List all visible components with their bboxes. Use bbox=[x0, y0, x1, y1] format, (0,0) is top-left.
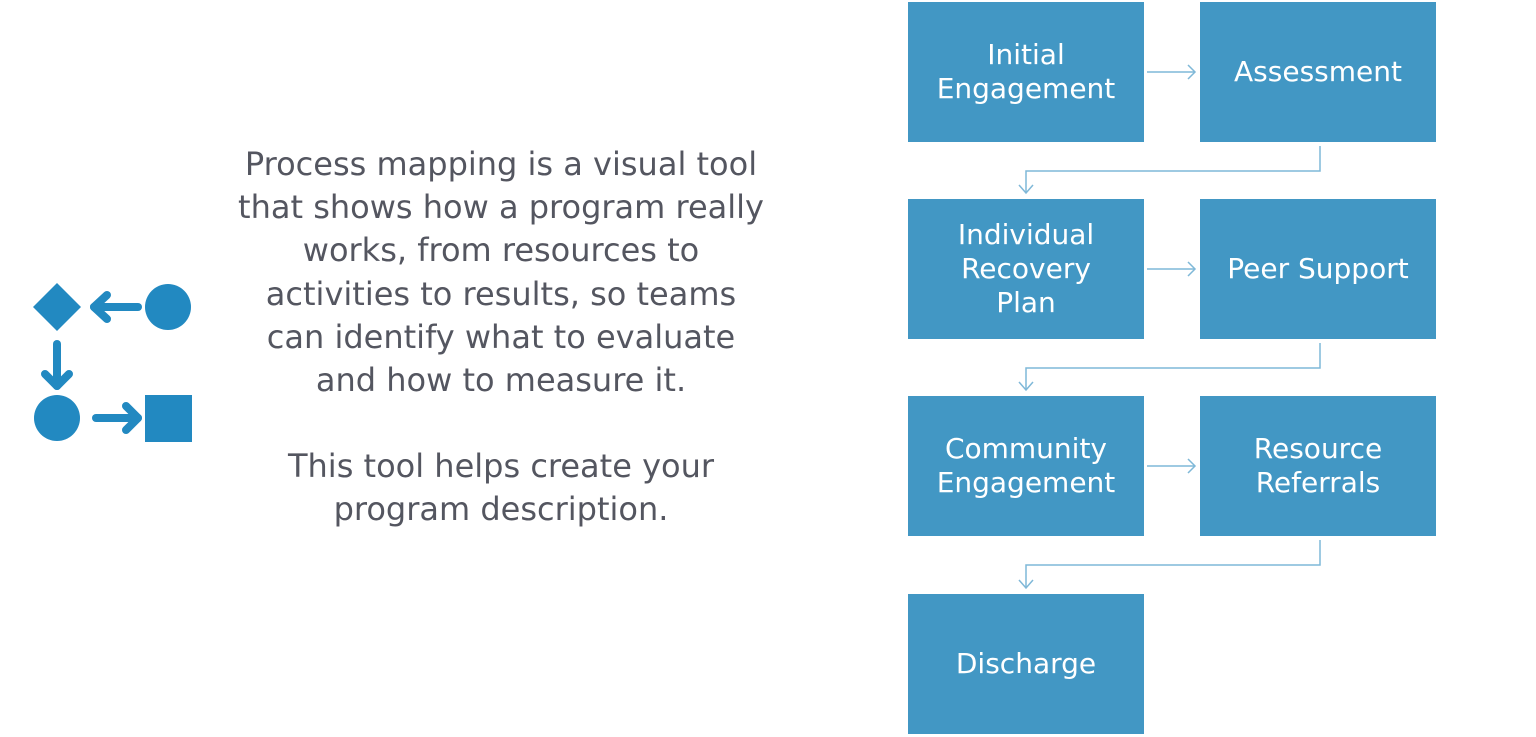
circle-shape-top bbox=[145, 284, 191, 330]
description-paragraph-2: This tool helps create your program desc… bbox=[287, 447, 715, 529]
step-label: Assessment bbox=[1234, 55, 1402, 88]
step-label: Discharge bbox=[955, 647, 1097, 680]
arrow-left-icon bbox=[90, 291, 142, 323]
diamond-shape bbox=[33, 283, 81, 331]
step-peer-support: Peer Support bbox=[1200, 199, 1436, 339]
description: Process mapping is a visual tool that sh… bbox=[238, 143, 764, 532]
connector-line bbox=[1025, 146, 1321, 193]
connector-line bbox=[1025, 343, 1321, 390]
circle-shape-bottom bbox=[34, 395, 80, 441]
step-label: Resource Referrals bbox=[1253, 432, 1383, 499]
arrowhead-down-icon bbox=[1018, 381, 1034, 392]
arrowhead-right-icon bbox=[1187, 261, 1197, 277]
step-resource-referrals: Resource Referrals bbox=[1200, 396, 1436, 536]
arrowhead-right-icon bbox=[1187, 458, 1197, 474]
step-community-engagement: Community Engagement bbox=[908, 396, 1144, 536]
square-shape bbox=[145, 395, 192, 442]
step-label: Initial Engagement bbox=[936, 38, 1116, 105]
step-initial-engagement: Initial Engagement bbox=[908, 2, 1144, 142]
arrowhead-down-icon bbox=[1018, 579, 1034, 590]
step-individual-recovery-plan: Individual Recovery Plan bbox=[908, 199, 1144, 339]
connector-line bbox=[1025, 540, 1321, 588]
arrow-down-icon bbox=[41, 340, 73, 390]
step-discharge: Discharge bbox=[908, 594, 1144, 734]
process-map-icon bbox=[33, 283, 192, 442]
step-assessment: Assessment bbox=[1200, 2, 1436, 142]
arrow-right-icon bbox=[92, 402, 142, 434]
step-label: Peer Support bbox=[1227, 252, 1409, 285]
arrowhead-right-icon bbox=[1187, 64, 1197, 80]
step-label: Community Engagement bbox=[936, 432, 1116, 499]
arrowhead-down-icon bbox=[1018, 184, 1034, 195]
step-label: Individual Recovery Plan bbox=[957, 218, 1095, 319]
description-paragraph-1: Process mapping is a visual tool that sh… bbox=[238, 145, 764, 400]
